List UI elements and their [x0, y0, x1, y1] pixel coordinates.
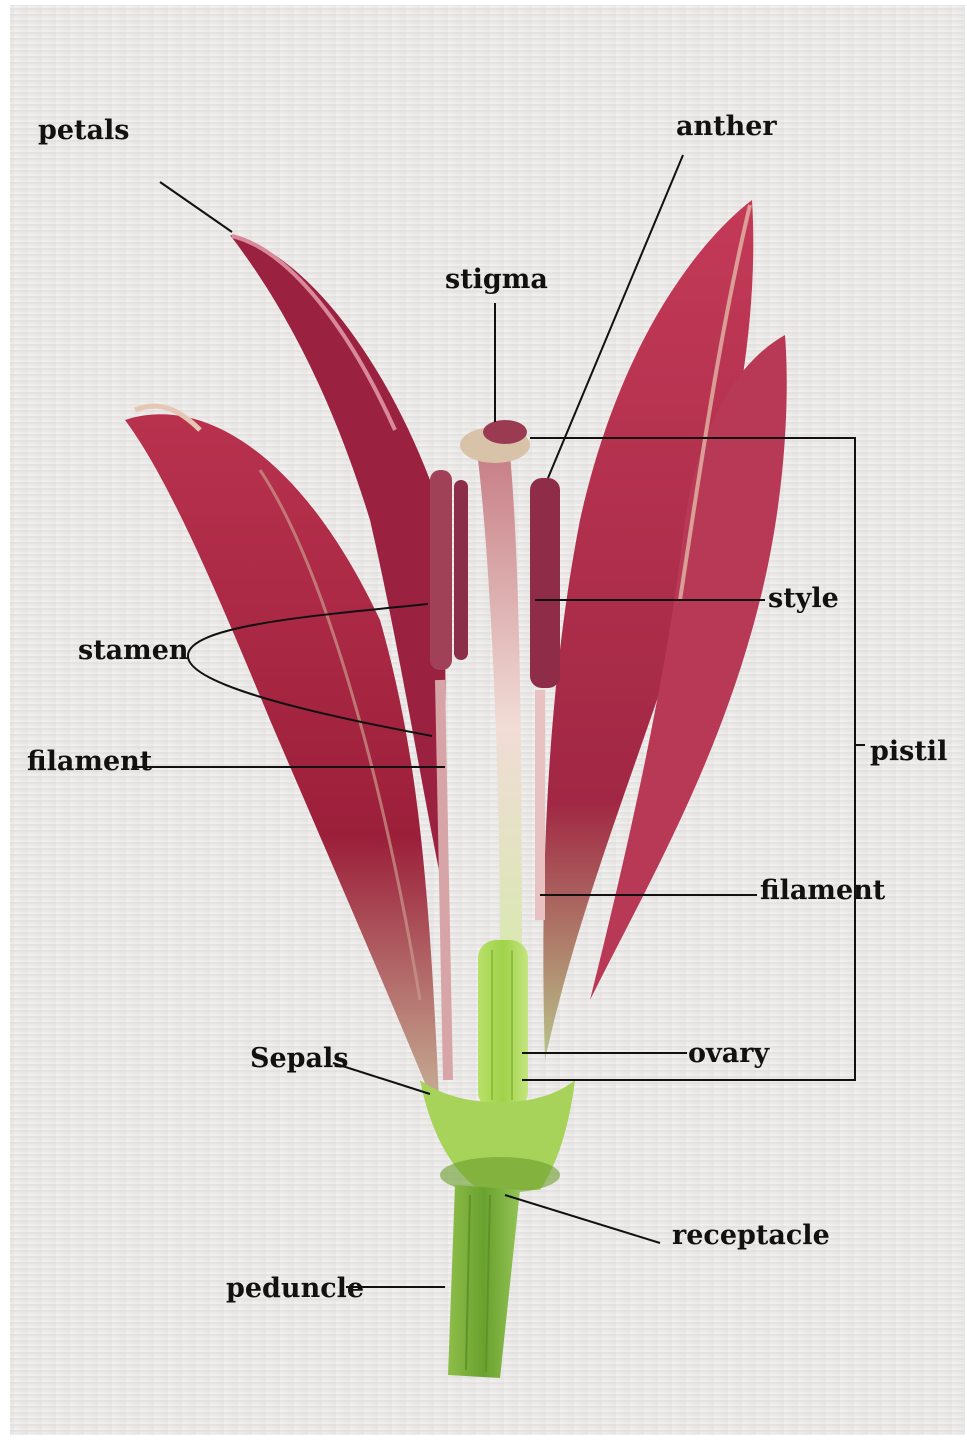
label-ovary: ovary [688, 1040, 769, 1067]
label-anther: anther [676, 113, 777, 140]
label-filament-left: filament [27, 748, 152, 775]
label-filament-right: filament [760, 877, 885, 904]
label-stigma: stigma [445, 266, 548, 293]
label-sepals: Sepals [250, 1045, 349, 1072]
label-pistil: pistil [870, 738, 947, 765]
label-peduncle: peduncle [226, 1275, 364, 1302]
label-petals: petals [38, 117, 129, 144]
label-receptacle: receptacle [672, 1222, 830, 1249]
label-stamen: stamen [78, 637, 189, 664]
label-style: style [768, 585, 839, 612]
